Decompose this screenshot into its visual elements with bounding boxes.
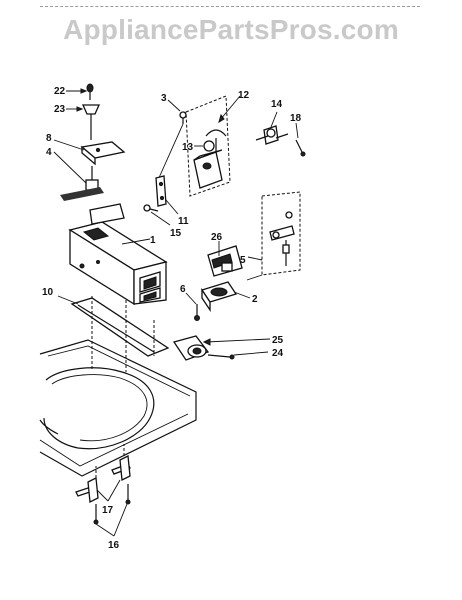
- part-1-housing[interactable]: [68, 203, 168, 306]
- part-11-bracket[interactable]: [155, 175, 167, 207]
- callout-2: 2: [252, 294, 258, 305]
- callout-16: 16: [108, 540, 120, 551]
- callout-15: 15: [170, 228, 182, 239]
- callout-6: 6: [180, 284, 186, 295]
- callout-10: 10: [42, 287, 54, 298]
- part-2-grommet[interactable]: [200, 281, 238, 313]
- callout-1: 1: [150, 235, 156, 246]
- callout-18: 18: [290, 113, 302, 124]
- callout-13: 13: [182, 142, 194, 153]
- part-23-clip[interactable]: [81, 104, 101, 140]
- part-18-screw[interactable]: [295, 139, 306, 157]
- watermark: AppliancePartsPros.com: [63, 14, 399, 45]
- callout-12: 12: [238, 90, 250, 101]
- callout-26: 26: [211, 232, 223, 243]
- callout-22: 22: [54, 86, 66, 97]
- callout-3: 3: [161, 93, 167, 104]
- part-8-bracket[interactable]: [80, 141, 126, 166]
- callout-24: 24: [272, 348, 284, 359]
- callout-5: 5: [240, 255, 246, 266]
- part-14-switch[interactable]: [255, 125, 289, 145]
- callout-23: 23: [54, 104, 66, 115]
- part-26-bracket[interactable]: [207, 245, 243, 277]
- part-4-spacer[interactable]: [85, 166, 99, 191]
- callout-11: 11: [178, 216, 189, 227]
- part-25-capacitor[interactable]: [172, 335, 210, 361]
- part-5-linkage[interactable]: [261, 191, 301, 276]
- callout-14: 14: [271, 99, 283, 110]
- part-6-screw[interactable]: [194, 304, 200, 321]
- part-16-screws[interactable]: [93, 484, 131, 525]
- part-17-brackets[interactable]: [75, 454, 131, 504]
- callout-8: 8: [46, 133, 52, 144]
- part-15-screw[interactable]: [143, 204, 159, 212]
- callout-4: 4: [46, 147, 52, 158]
- part-22-pin[interactable]: [86, 83, 94, 100]
- part-3-screw[interactable]: [179, 111, 187, 124]
- callout-17: 17: [102, 505, 114, 516]
- part-12-13-motor-assembly[interactable]: [185, 95, 231, 197]
- part-10-strip[interactable]: [70, 297, 170, 357]
- callout-25: 25: [272, 335, 284, 346]
- cabinet-top: [39, 339, 197, 477]
- part-24-wire[interactable]: [207, 354, 235, 360]
- scan-top-edge: [40, 0, 420, 7]
